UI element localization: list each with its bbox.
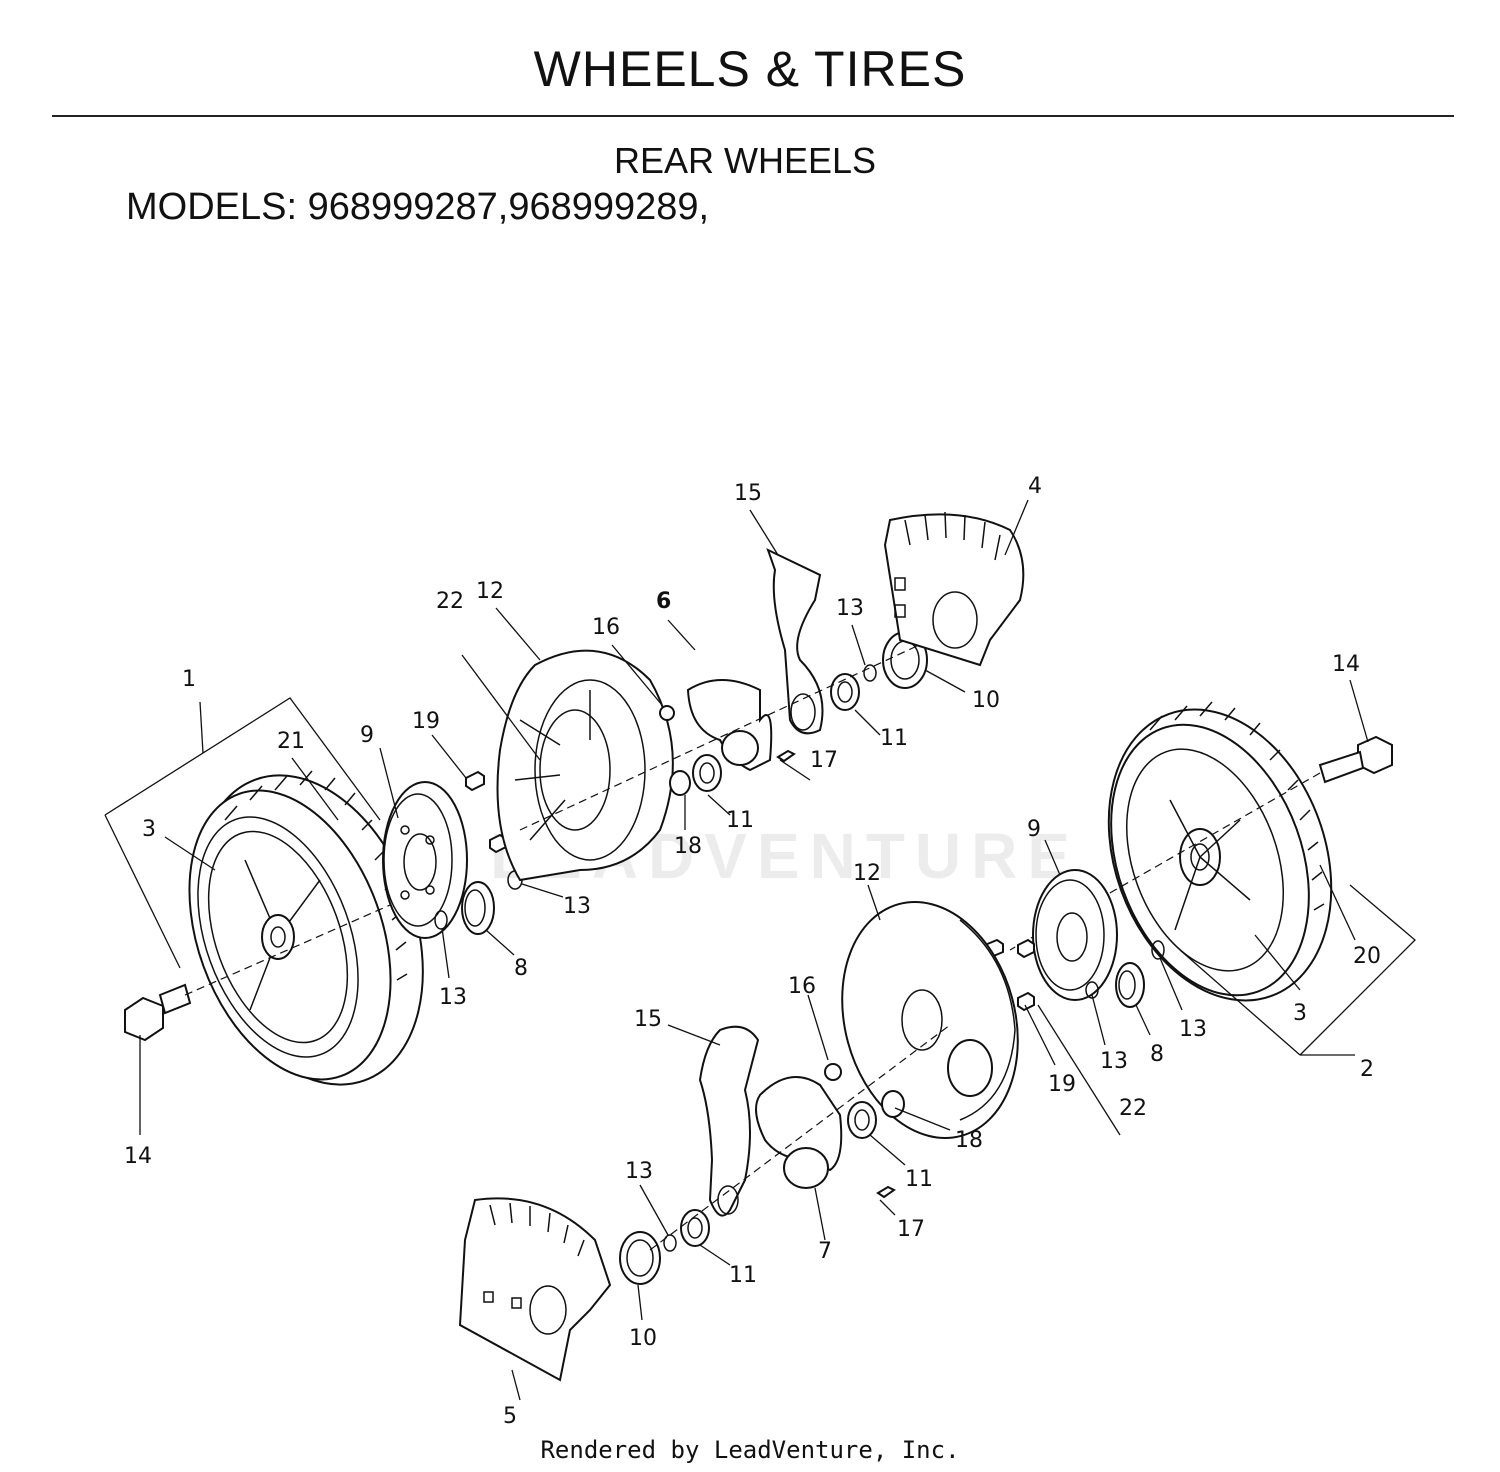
callout-16-bottom: 16 [788, 974, 816, 999]
callout-13-d: 13 [1179, 1017, 1207, 1042]
callout-9-left: 9 [360, 723, 374, 748]
callout-9-right: 9 [1027, 817, 1041, 842]
callout-13-b: 13 [439, 985, 467, 1010]
callout-7: 7 [818, 1239, 832, 1264]
callout-5: 5 [503, 1404, 517, 1429]
left-wheel-housing [496, 649, 674, 882]
callout-15-bottom: 15 [634, 1007, 662, 1032]
title-divider [52, 115, 1454, 117]
callout-21: 21 [277, 729, 305, 754]
callout-18-bottom: 18 [955, 1128, 983, 1153]
left-small-parts [519, 548, 931, 831]
callout-11-d: 11 [729, 1263, 757, 1288]
callout-12-bottom: 12 [853, 861, 881, 886]
upper-bracket [883, 511, 1025, 667]
leader-lines [104, 499, 1416, 1401]
callout-8-right: 8 [1150, 1042, 1164, 1067]
callout-11-c: 11 [905, 1167, 933, 1192]
callout-4: 4 [1028, 474, 1042, 499]
lower-bracket [458, 1197, 612, 1382]
callout-15-top: 15 [734, 481, 762, 506]
callout-11-a: 11 [726, 808, 754, 833]
callout-3-left: 3 [142, 817, 156, 842]
left-drive-gear [382, 781, 468, 939]
callout-8-left: 8 [514, 956, 528, 981]
left-axle-bolt [124, 869, 471, 1042]
right-wheel [1107, 701, 1333, 1002]
callout-22-top: 22 [436, 589, 464, 614]
section-subtitle: REAR WHEELS [613, 140, 877, 181]
callout-3-right: 3 [1293, 1001, 1307, 1026]
callout-12-top: 12 [476, 579, 504, 604]
callout-13-a: 13 [563, 894, 591, 919]
footer-credit: Rendered by LeadVenture, Inc. [540, 1436, 960, 1464]
callout-10-top: 10 [972, 688, 1000, 713]
callout-1: 1 [182, 667, 196, 692]
left-pinion-gear [461, 881, 495, 935]
callout-17-top: 17 [810, 748, 838, 773]
callout-20: 20 [1353, 944, 1381, 969]
right-drive-gear [1032, 869, 1118, 1001]
callout-19-right: 19 [1048, 1072, 1076, 1097]
callout-17-bottom: 17 [897, 1217, 925, 1242]
callout-numbers: 1 21 9 19 3 14 13 13 8 22 12 16 6 18 11 … [124, 474, 1381, 1429]
callout-13-e: 13 [1100, 1049, 1128, 1074]
callout-13-c: 13 [836, 596, 864, 621]
right-pinion-gear [1115, 962, 1145, 1008]
right-wheel-housing [841, 901, 1019, 1139]
callout-13-f: 13 [625, 1159, 653, 1184]
callout-10-bottom: 10 [629, 1326, 657, 1351]
callout-2: 2 [1360, 1057, 1374, 1082]
callout-19-left: 19 [412, 709, 440, 734]
right-small-parts [619, 1024, 951, 1285]
callout-6: 6 [656, 589, 671, 614]
right-axle-bolt [1009, 735, 1393, 951]
callout-22-bottom: 22 [1119, 1096, 1147, 1121]
left-wheel [188, 770, 424, 1086]
callout-18-top: 18 [674, 834, 702, 859]
callout-11-b: 11 [880, 726, 908, 751]
models-line: MODELS: 968999287,968999289, [126, 186, 710, 228]
callout-14-right: 14 [1332, 652, 1360, 677]
callout-14-left: 14 [124, 1144, 152, 1169]
callout-16-top: 16 [592, 615, 620, 640]
page-title: WHEELS & TIRES [533, 41, 967, 97]
